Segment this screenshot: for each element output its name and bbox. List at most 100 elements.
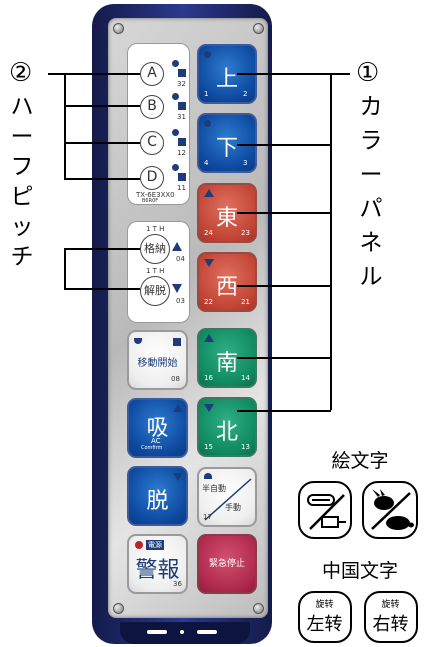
down-number-right: 3 bbox=[243, 159, 248, 167]
up-triangle-icon bbox=[204, 189, 214, 197]
tool-icon bbox=[307, 494, 346, 530]
rotate-left-small: 旋转 bbox=[315, 600, 334, 610]
indicator-square bbox=[178, 138, 186, 146]
suction-button[interactable]: 吸 AC Comfirm bbox=[127, 398, 188, 458]
color-panel-char: ラ bbox=[359, 128, 383, 154]
callout-line bbox=[64, 73, 66, 179]
callout-number-1: ① bbox=[356, 58, 380, 88]
callout-line bbox=[237, 144, 331, 146]
alarm-button[interactable]: 電源 警報 36 bbox=[127, 534, 188, 594]
callout-line bbox=[64, 248, 66, 288]
release-pitch-number: 03 bbox=[176, 297, 185, 305]
suction-number: Comfirm bbox=[141, 445, 163, 451]
indicator-square bbox=[178, 102, 186, 110]
button-a[interactable]: A bbox=[140, 62, 164, 86]
emoji-section-title: 絵文字 bbox=[331, 450, 389, 472]
east-number-right: 23 bbox=[241, 229, 250, 237]
callout-line bbox=[237, 73, 350, 75]
semi-auto-label: 半自動 bbox=[202, 484, 226, 493]
down-triangle-icon bbox=[172, 284, 182, 293]
callout-line bbox=[330, 73, 332, 410]
emergency-stop-button[interactable]: 緊急停止 bbox=[197, 534, 257, 594]
rabbit-turtle-icon bbox=[371, 489, 414, 530]
callout-line bbox=[48, 73, 140, 75]
color-panel-char: パ bbox=[359, 196, 383, 222]
pitch-top-text: 1 T H bbox=[146, 267, 165, 275]
tool-icon-button bbox=[298, 481, 352, 539]
rotate-right-label: 右转 bbox=[372, 614, 409, 635]
callout-line bbox=[237, 410, 331, 412]
indicator-square bbox=[173, 338, 181, 346]
stow-number: 04 bbox=[176, 255, 185, 263]
screw bbox=[113, 603, 124, 614]
release-button[interactable]: 脱 bbox=[127, 466, 188, 526]
semi-auto-number: 17 bbox=[203, 513, 212, 521]
move-start-label: 移動開始 bbox=[137, 358, 178, 369]
pitch-top-text: 1 T H bbox=[146, 225, 165, 233]
power-indicator bbox=[135, 541, 143, 549]
callout-line bbox=[237, 357, 331, 359]
indicator-dot bbox=[204, 51, 211, 58]
up-triangle-icon bbox=[172, 242, 182, 251]
indicator-dot bbox=[172, 60, 179, 67]
move-start-button[interactable]: 移動開始 08 bbox=[127, 330, 188, 390]
indicator-dot bbox=[204, 120, 211, 127]
south-number-left: 16 bbox=[204, 374, 213, 382]
down-label: 下 bbox=[215, 136, 238, 161]
indicator-dot bbox=[172, 164, 179, 171]
up-button[interactable]: 上 1 2 bbox=[197, 44, 257, 104]
down-triangle-icon bbox=[173, 473, 183, 481]
suction-sub: AC bbox=[151, 437, 161, 445]
slot-dot bbox=[180, 630, 184, 634]
stow-button[interactable]: 格納 bbox=[140, 234, 170, 264]
button-d-number: 11 bbox=[177, 184, 186, 192]
half-pitch-char: チ bbox=[10, 244, 34, 270]
indicator bbox=[204, 473, 212, 479]
button-b[interactable]: B bbox=[140, 95, 164, 119]
semi-auto-manual-button[interactable]: 半自動 手動 17 bbox=[197, 467, 257, 527]
callout-line bbox=[237, 212, 331, 214]
west-label: 西 bbox=[215, 275, 238, 300]
rotate-left-button: 旋转 左转 bbox=[298, 591, 352, 643]
button-d[interactable]: D bbox=[140, 166, 164, 190]
up-number-left: 1 bbox=[204, 90, 209, 98]
manual-label: 手動 bbox=[225, 503, 241, 512]
button-a-number: 32 bbox=[177, 80, 186, 88]
button-b-number: 31 bbox=[177, 113, 186, 121]
up-number-right: 2 bbox=[243, 90, 248, 98]
color-panel-char: ネ bbox=[359, 230, 383, 256]
down-button[interactable]: 下 4 3 bbox=[197, 113, 257, 173]
button-c[interactable]: C bbox=[140, 131, 164, 155]
color-panel-char: カ bbox=[359, 94, 383, 120]
callout-line bbox=[64, 178, 140, 180]
indicator-square bbox=[178, 69, 186, 77]
emergency-stop-label: 緊急停止 bbox=[208, 559, 245, 569]
south-number-right: 14 bbox=[241, 374, 250, 382]
up-triangle-icon bbox=[204, 334, 214, 342]
diagonal-divider bbox=[204, 478, 252, 521]
alarm-label: 警報 bbox=[135, 558, 180, 583]
half-pitch-char: フ bbox=[10, 154, 34, 180]
north-button[interactable]: 北 15 13 bbox=[197, 397, 257, 457]
half-pitch-char: ー bbox=[10, 124, 34, 150]
release-pitch-button[interactable]: 解脱 bbox=[140, 276, 170, 306]
indicator-dot bbox=[172, 93, 179, 100]
pendant-bottom-slot bbox=[120, 622, 250, 644]
slot-mark bbox=[147, 630, 167, 634]
slot-mark bbox=[197, 630, 217, 634]
model-code: TX-6E3XX0 bbox=[136, 191, 175, 199]
release-label: 脱 bbox=[146, 489, 169, 514]
west-button[interactable]: 西 22 21 bbox=[197, 252, 257, 312]
indicator-dot bbox=[172, 129, 179, 136]
west-number-right: 21 bbox=[241, 298, 250, 306]
callout-line bbox=[64, 288, 140, 290]
screw bbox=[253, 23, 264, 34]
south-label: 南 bbox=[215, 351, 238, 376]
button-c-number: 12 bbox=[177, 149, 186, 157]
indicator-square bbox=[178, 173, 186, 181]
indicator bbox=[134, 338, 142, 344]
alarm-number: 36 bbox=[173, 580, 182, 588]
down-number-left: 4 bbox=[204, 159, 209, 167]
north-label: 北 bbox=[215, 420, 238, 445]
rabbit-turtle-icon-button bbox=[362, 481, 418, 539]
